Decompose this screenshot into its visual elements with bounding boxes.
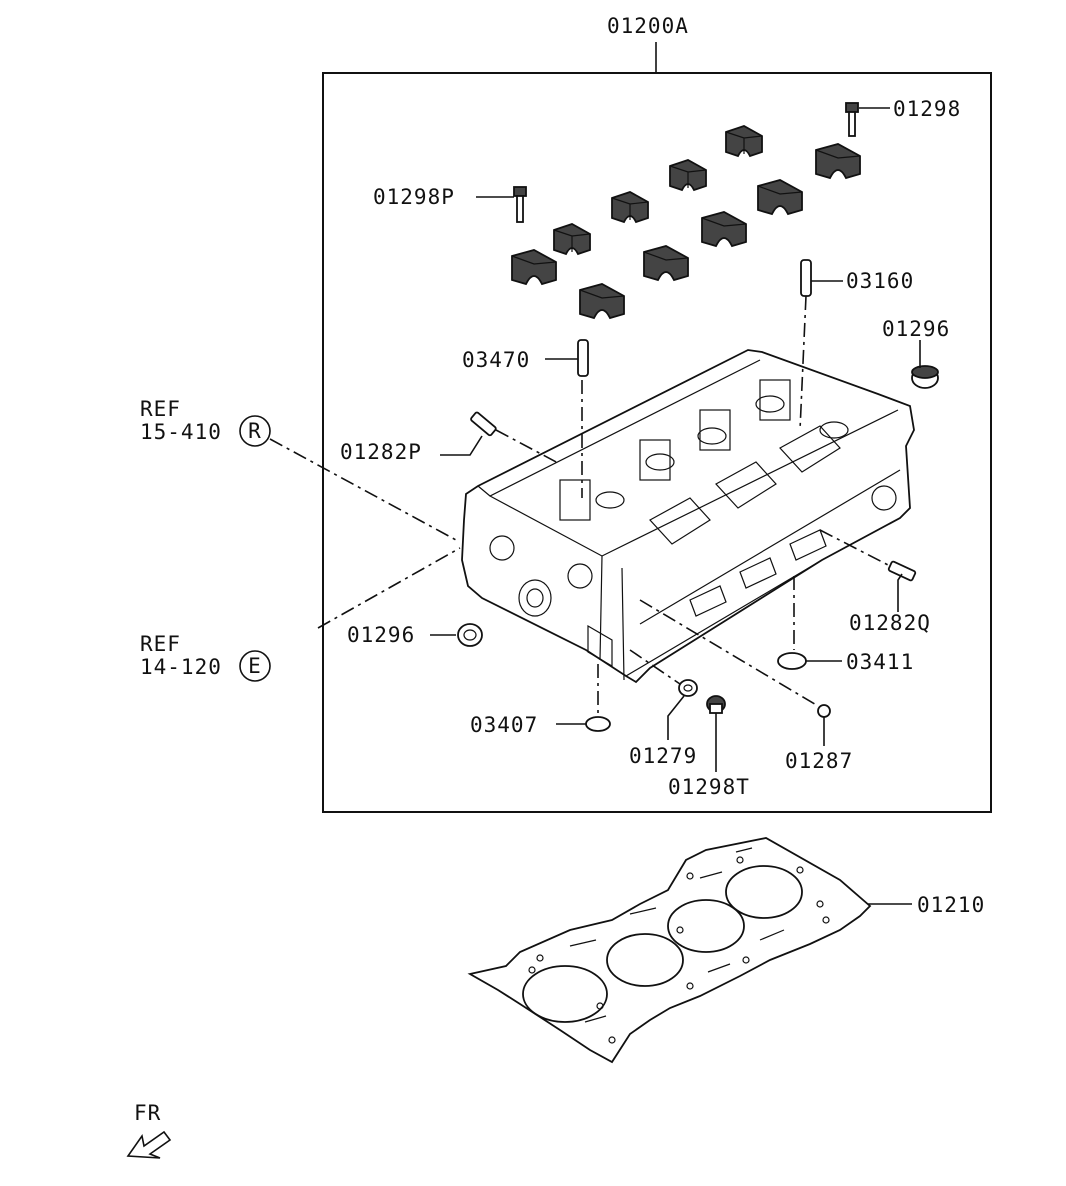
plug-01296-top-icon bbox=[911, 365, 939, 389]
reference-R-circle bbox=[239, 415, 271, 447]
reference-R[interactable]: REF 15-410 R bbox=[140, 397, 271, 447]
pin-03160-icon bbox=[800, 259, 812, 297]
label-01298T[interactable]: 01298T bbox=[668, 775, 750, 799]
label-01296-top[interactable]: 01296 bbox=[882, 317, 950, 341]
bolt-01298-icon bbox=[845, 102, 859, 137]
reference-R-code: 15-410 bbox=[140, 420, 222, 444]
label-01287[interactable]: 01287 bbox=[785, 749, 853, 773]
label-01282P[interactable]: 01282P bbox=[340, 440, 422, 464]
pin-03470-icon bbox=[577, 339, 589, 377]
reference-E-code: 14-120 bbox=[140, 655, 222, 679]
pin-01287-icon bbox=[817, 704, 831, 718]
label-01298[interactable]: 01298 bbox=[893, 97, 961, 121]
plug-01298T-icon bbox=[706, 695, 726, 714]
camshaft-bearing-caps bbox=[511, 125, 861, 320]
label-03160[interactable]: 03160 bbox=[846, 269, 914, 293]
alignment-lines bbox=[269, 295, 891, 714]
assembly-box bbox=[322, 72, 992, 813]
front-direction-label: FR bbox=[134, 1101, 161, 1125]
bolt-01298P-icon bbox=[513, 186, 527, 223]
label-01210[interactable]: 01210 bbox=[917, 893, 985, 917]
reference-R-letter: R bbox=[248, 419, 262, 443]
leader-lines bbox=[430, 107, 921, 905]
seal-03407-icon bbox=[585, 716, 611, 732]
plug-01296-left-icon bbox=[457, 623, 483, 647]
reference-E-circle bbox=[239, 650, 271, 682]
stud-01282Q-icon bbox=[887, 560, 917, 582]
seal-03411-icon bbox=[777, 652, 807, 670]
head-gasket bbox=[467, 837, 872, 1064]
label-03411[interactable]: 03411 bbox=[846, 650, 914, 674]
reference-R-prefix: REF bbox=[140, 397, 181, 421]
assembly-title[interactable]: 01200A bbox=[607, 14, 689, 38]
label-01298P[interactable]: 01298P bbox=[373, 185, 455, 209]
reference-E-prefix: REF bbox=[140, 632, 181, 656]
label-01279[interactable]: 01279 bbox=[629, 744, 697, 768]
reference-E[interactable]: REF 14-120 E bbox=[140, 632, 271, 682]
reference-E-letter: E bbox=[248, 654, 262, 678]
front-arrow-icon bbox=[126, 1130, 172, 1159]
stud-01282P-icon bbox=[470, 411, 497, 437]
label-03407[interactable]: 03407 bbox=[470, 713, 538, 737]
label-03470[interactable]: 03470 bbox=[462, 348, 530, 372]
washer-01279-icon bbox=[678, 679, 698, 697]
label-01282Q[interactable]: 01282Q bbox=[849, 611, 931, 635]
cylinder-head bbox=[461, 349, 915, 684]
label-01296-left[interactable]: 01296 bbox=[347, 623, 415, 647]
